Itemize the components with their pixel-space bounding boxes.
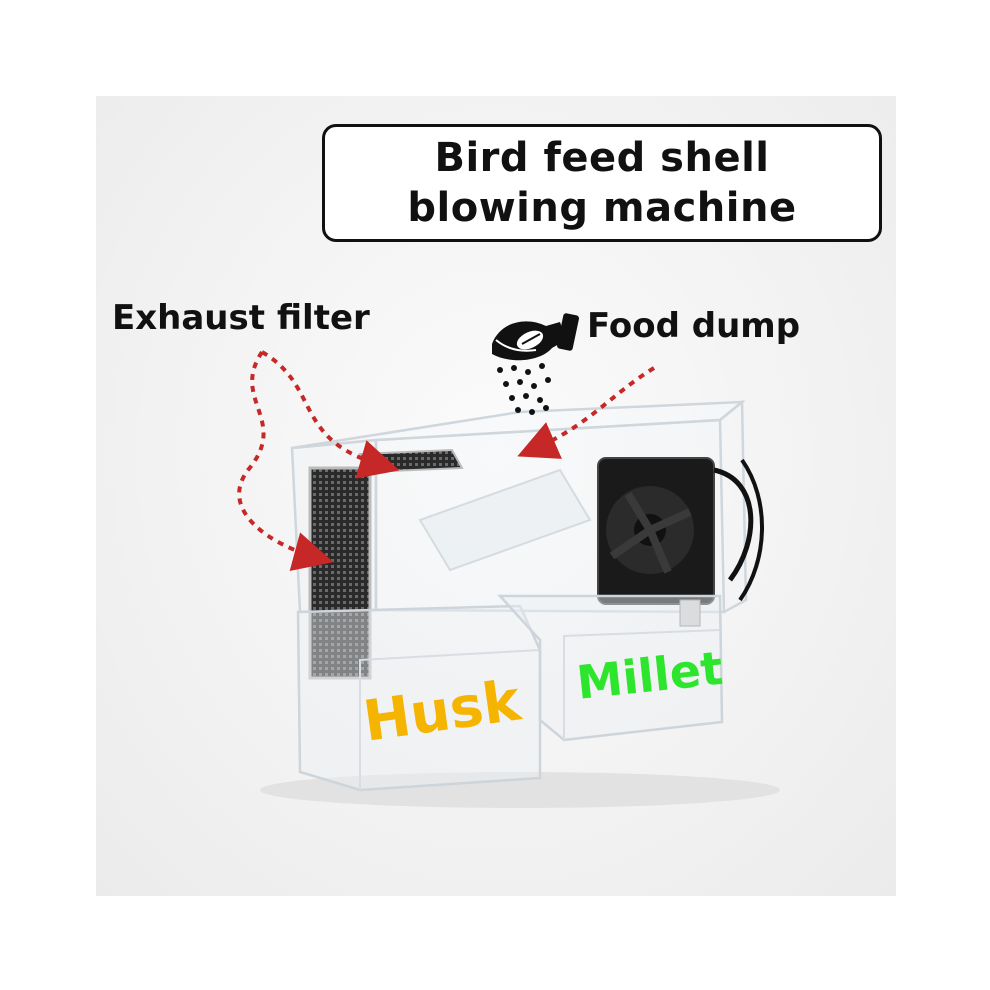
hand-pouring-seeds-icon bbox=[492, 313, 580, 361]
food-dump-arrow bbox=[517, 366, 656, 459]
exhaust-filter-panel bbox=[308, 466, 372, 680]
falling-seeds-icon bbox=[497, 363, 551, 415]
exhaust-filter-top bbox=[358, 448, 464, 474]
fan-unit bbox=[597, 457, 764, 627]
floor-shadow bbox=[260, 772, 780, 808]
title-line-1: Bird feed shell bbox=[434, 135, 770, 181]
millet-drawer bbox=[497, 594, 724, 742]
exhaust-filter-label: Exhaust filter bbox=[112, 298, 370, 338]
exhaust-arrow-upper bbox=[260, 350, 400, 479]
exhaust-arrow-lower bbox=[237, 350, 334, 572]
internal-divider bbox=[418, 468, 592, 572]
title-line-2: blowing machine bbox=[407, 185, 797, 231]
husk-drawer bbox=[296, 604, 542, 792]
food-dump-label: Food dump bbox=[587, 306, 801, 346]
title-box: Bird feed shell blowing machine bbox=[322, 124, 882, 242]
